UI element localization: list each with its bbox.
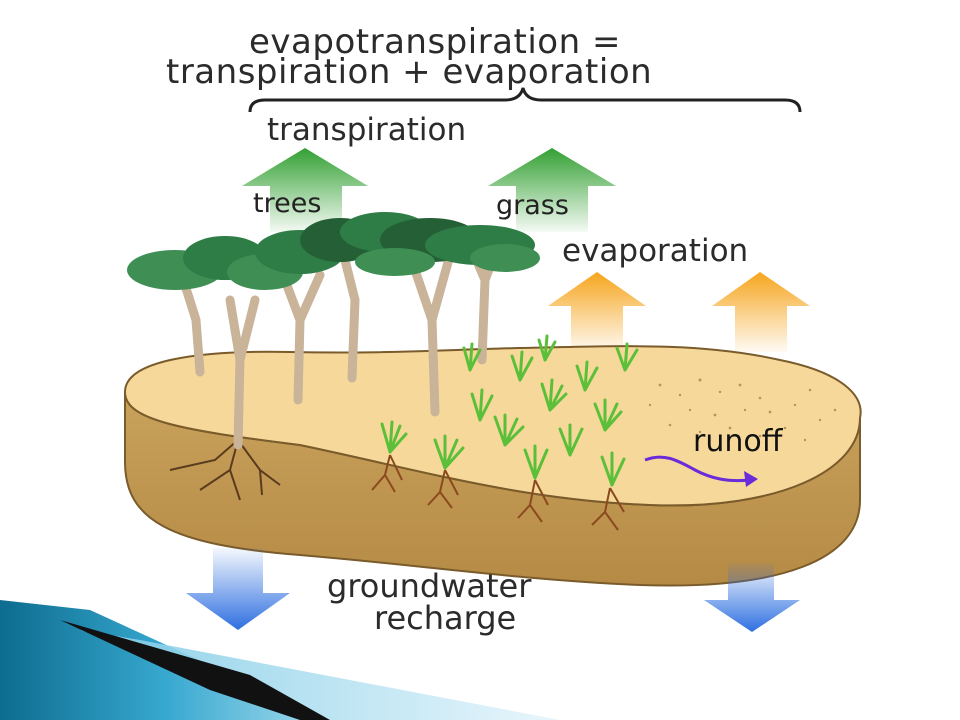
grass-label: grass (496, 190, 569, 221)
evaporation-arrow-right (712, 272, 810, 352)
soil-top (123, 345, 862, 507)
grass-roots (371, 454, 625, 531)
groundwater-arrow-right (704, 563, 800, 632)
transpiration-arrow-grass (488, 148, 616, 232)
transpiration-arrow-trees (242, 148, 368, 232)
title-line-2: transpiration + evaporation (166, 52, 653, 92)
trees-label: trees (253, 188, 322, 219)
soil-block (123, 345, 862, 587)
runoff-label: runoff (693, 424, 783, 459)
tree-roots (169, 439, 281, 501)
title-brace (248, 87, 802, 113)
groundwater-label-line-2: recharge (374, 599, 517, 637)
groundwater-label-line-1: groundwater (327, 567, 532, 605)
sand-speckles (648, 378, 837, 442)
title-line-1: evapotranspiration = (249, 22, 621, 62)
tree-canopy (127, 212, 540, 290)
grass-tufts (380, 334, 639, 487)
evaporation-label: evaporation (562, 233, 749, 269)
transpiration-label: transpiration (267, 112, 467, 148)
groundwater-arrow-left (186, 548, 290, 630)
evaporation-arrow-left (548, 272, 646, 352)
runoff-arrow (644, 455, 758, 487)
slide-ribbon-decoration (0, 600, 560, 720)
